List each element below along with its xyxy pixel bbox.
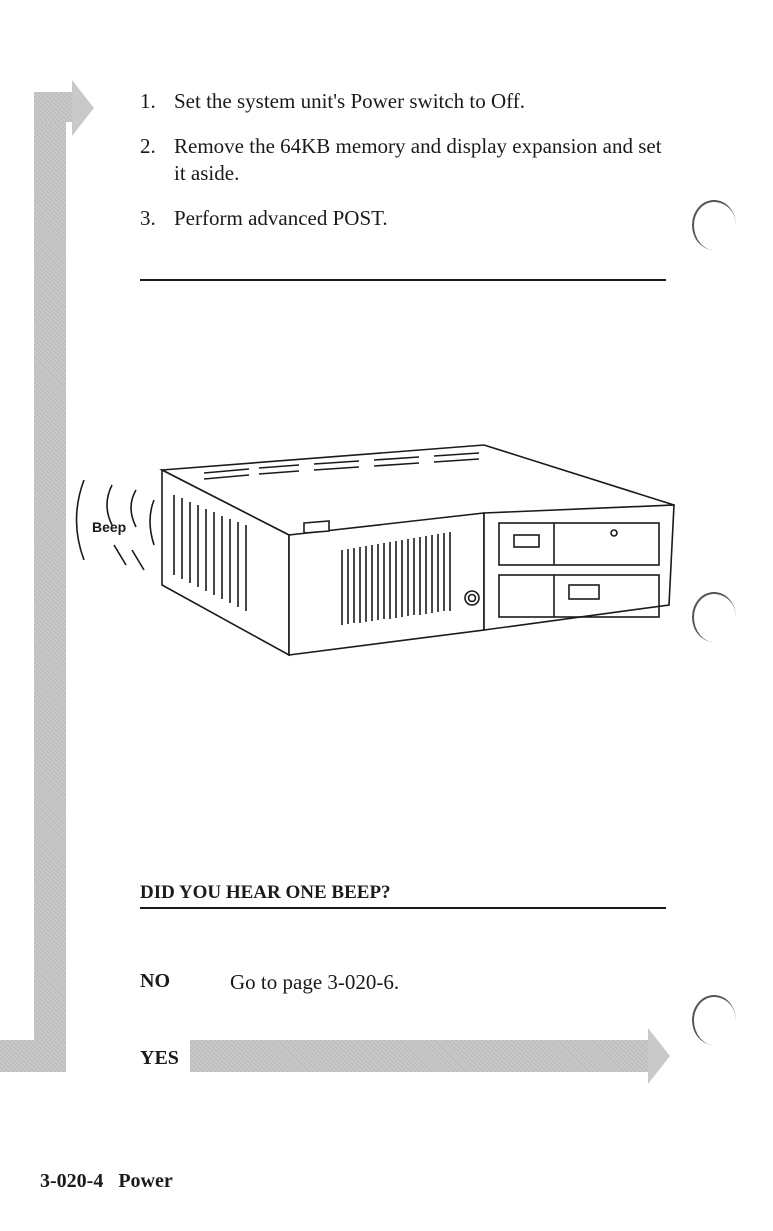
flow-line-yes [190,1040,650,1072]
answer-no-text: Go to page 3-020-6. [230,970,399,995]
step-number: 2. [140,133,174,187]
flow-line-left [34,92,66,1070]
sound-wave-icon [132,550,144,570]
sound-wave-icon [150,500,154,545]
system-unit-illustration: Beep [74,435,684,670]
sound-wave-icon [114,545,126,565]
sound-wave-icon [131,490,136,527]
step-number: 3. [140,205,174,232]
footer-section: Power [118,1170,172,1192]
flow-arrow-top [72,80,94,136]
binder-hole [692,200,736,250]
footer-page-number: 3-020-4 [40,1170,103,1192]
answer-no-label: NO [140,970,170,993]
binder-hole [692,995,736,1045]
sound-wave-icon [77,480,85,560]
divider [140,907,666,909]
page-footer: 3-020-4 Power [40,1170,183,1193]
step-text: Remove the 64KB memory and display expan… [174,133,670,187]
procedure-steps: 1. Set the system unit's Power switch to… [140,88,670,250]
question-heading: DID YOU HEAR ONE BEEP? [140,882,391,904]
step-text: Set the system unit's Power switch to Of… [174,88,670,115]
step-number: 1. [140,88,174,115]
flow-arrow-right [648,1028,670,1084]
step-3: 3. Perform advanced POST. [140,205,670,232]
unit-front-panel [289,513,484,655]
step-1: 1. Set the system unit's Power switch to… [140,88,670,115]
flow-line-bottom [0,1040,66,1072]
power-switch [304,521,329,533]
answer-yes-label: YES [140,1047,179,1070]
step-2: 2. Remove the 64KB memory and display ex… [140,133,670,187]
beep-label: Beep [92,519,126,535]
divider [140,279,666,281]
binder-hole [692,592,736,642]
step-text: Perform advanced POST. [174,205,670,232]
